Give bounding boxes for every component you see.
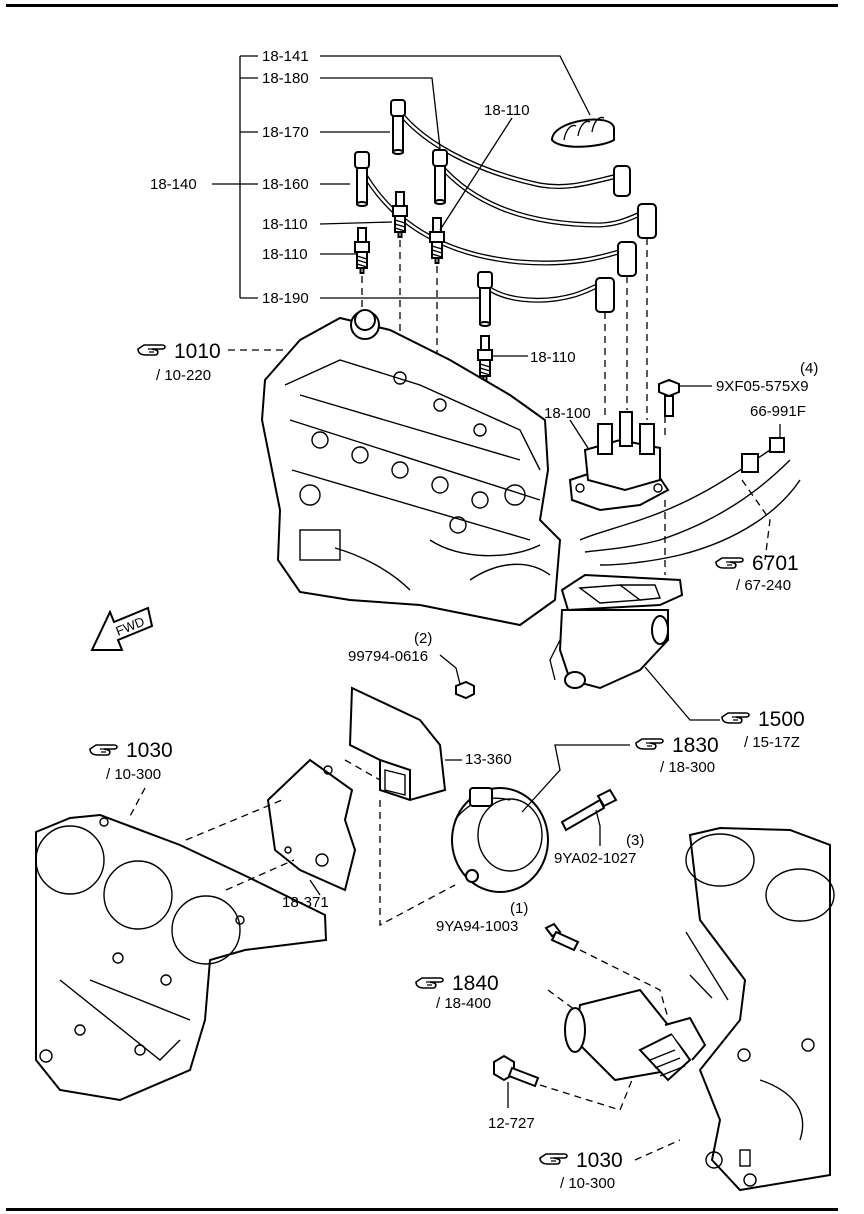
alternator-long-bolt xyxy=(560,788,618,846)
ref-6701-sub: / 67-240 xyxy=(736,577,791,594)
ref-1840-sub: / 18-400 xyxy=(436,995,491,1012)
part-labels: 18-141 18-180 18-170 18-140 18-160 18-11… xyxy=(150,48,818,1132)
label-12-727: 12-727 xyxy=(488,1115,535,1132)
ref-6701-num[interactable]: 6701 xyxy=(752,552,799,575)
code-9xf05: 9XF05-575X9 xyxy=(716,378,809,395)
label-18-110-low: 18-110 xyxy=(262,246,308,263)
ref-1010[interactable]: 1010 / 10-220 xyxy=(137,340,221,384)
forward-arrow: FWD xyxy=(90,606,154,651)
air-guide xyxy=(348,654,475,802)
ref-1030-lower-sub: / 10-300 xyxy=(560,1175,615,1192)
wiring-harness xyxy=(579,424,801,566)
callout-dashes xyxy=(127,349,681,1161)
ref-1010-sub: / 10-220 xyxy=(156,367,211,384)
qty-99794: (2) xyxy=(414,630,432,647)
alternator xyxy=(451,744,630,893)
cylinder-block-left xyxy=(35,813,328,1102)
pointing-hand-icon xyxy=(715,557,744,569)
bottom-rule xyxy=(6,1208,838,1211)
code-9ya94: 9YA94-1003 xyxy=(436,918,518,935)
code-99794: 99794-0616 xyxy=(348,648,428,665)
coil-bolt xyxy=(658,378,712,417)
pointing-hand-icon xyxy=(89,744,118,756)
label-18-110-right: 18-110 xyxy=(530,349,576,366)
ref-1840[interactable]: 1840 / 18-400 xyxy=(415,972,499,1012)
ref-1010-num[interactable]: 1010 xyxy=(174,340,221,363)
ref-1030-upper-sub: / 10-300 xyxy=(106,766,161,783)
label-18-110-top: 18-110 xyxy=(484,102,530,119)
ref-1030-upper[interactable]: 1030 / 10-300 xyxy=(89,739,173,783)
ref-1830[interactable]: 1830 / 18-300 xyxy=(635,734,719,776)
pointing-hand-icon xyxy=(539,1153,568,1165)
label-18-160: 18-160 xyxy=(262,176,309,193)
cylinder-block-right xyxy=(685,826,835,1192)
qty-9xf05: (4) xyxy=(800,360,818,377)
lead-clip xyxy=(550,116,615,148)
leader-bracket xyxy=(212,55,591,357)
ref-1500[interactable]: 1500 / 15-17Z xyxy=(721,708,805,751)
ignition-lead-set xyxy=(354,99,657,327)
label-18-141: 18-141 xyxy=(262,48,309,65)
ref-1840-num[interactable]: 1840 xyxy=(452,972,499,995)
starter-bolt xyxy=(493,1054,633,1111)
alternator-bracket xyxy=(266,758,357,896)
label-18-190: 18-190 xyxy=(262,290,309,307)
ref-1830-num[interactable]: 1830 xyxy=(672,734,719,757)
qty-9ya94: (1) xyxy=(510,900,528,917)
engine-cylinder-head xyxy=(260,309,562,627)
top-rule xyxy=(6,4,838,7)
qty-9ya02: (3) xyxy=(626,832,644,849)
pointing-hand-icon xyxy=(721,712,750,724)
ref-1030-lower-num[interactable]: 1030 xyxy=(576,1149,623,1172)
ref-1500-sub: / 15-17Z xyxy=(744,734,800,751)
label-18-140: 18-140 xyxy=(150,176,197,193)
reference-callouts: 1010 / 10-220 6701 / 67-240 1500 / 15-17… xyxy=(89,340,805,1192)
pointing-hand-icon xyxy=(415,977,444,989)
label-18-371: 18-371 xyxy=(282,894,329,911)
ref-6701[interactable]: 6701 / 67-240 xyxy=(715,552,799,594)
ref-1030-upper-num[interactable]: 1030 xyxy=(126,739,173,762)
label-18-170: 18-170 xyxy=(262,124,309,141)
label-18-100: 18-100 xyxy=(544,405,591,422)
ref-1500-num[interactable]: 1500 xyxy=(758,708,805,731)
code-66-991f: 66-991F xyxy=(750,403,806,420)
label-18-110-mid: 18-110 xyxy=(262,216,308,233)
ignition-coil xyxy=(568,411,670,512)
code-9ya02: 9YA02-1027 xyxy=(554,850,636,867)
pointing-hand-icon xyxy=(635,738,664,750)
starter-motor xyxy=(547,988,707,1082)
alternator-short-bolt xyxy=(544,922,669,1019)
pointing-hand-icon xyxy=(137,344,166,356)
thermostat-housing xyxy=(549,573,720,721)
ref-1830-sub: / 18-300 xyxy=(660,759,715,776)
ref-1030-lower[interactable]: 1030 / 10-300 xyxy=(539,1149,623,1192)
label-13-360: 13-360 xyxy=(465,751,512,768)
label-18-180: 18-180 xyxy=(262,70,309,87)
